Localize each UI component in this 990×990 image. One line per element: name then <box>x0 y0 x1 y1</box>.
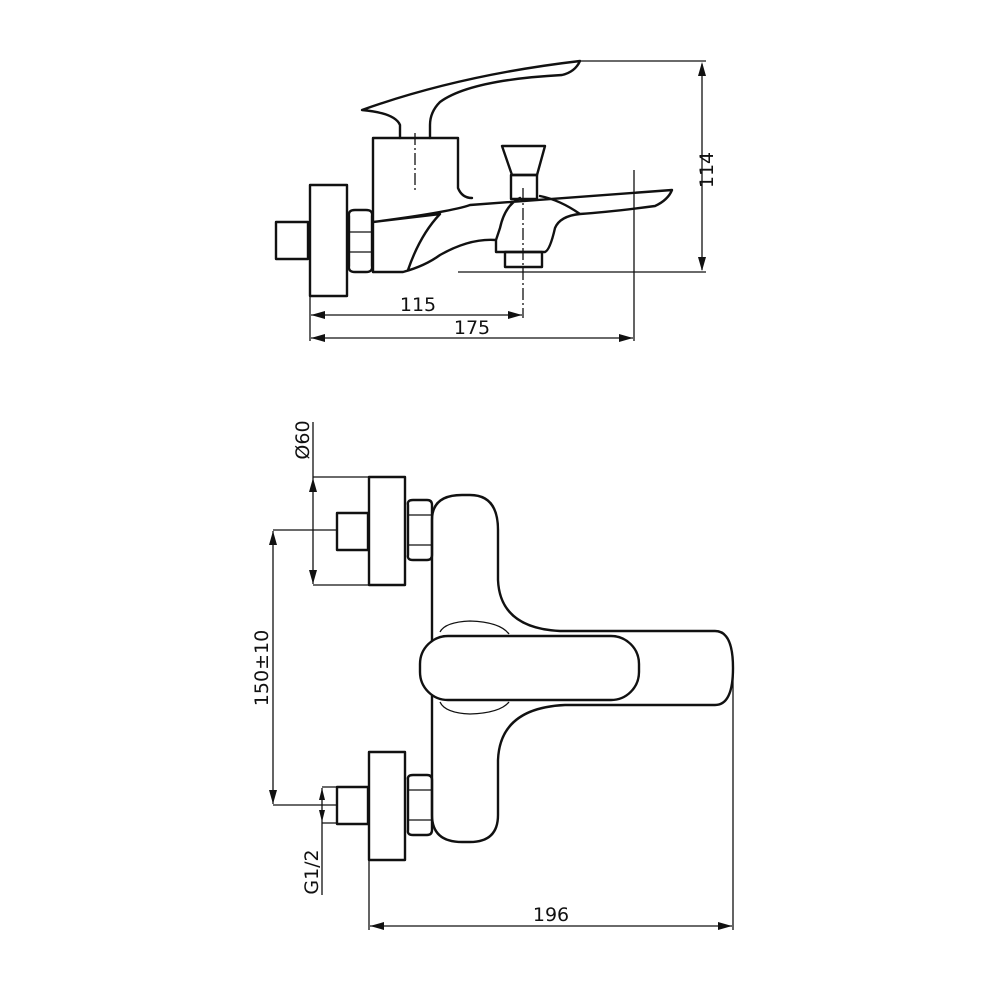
valve-body <box>371 136 474 274</box>
dim-label-175: 175 <box>454 317 490 339</box>
inlet-stub-bottom <box>335 785 370 826</box>
handle-collar <box>439 620 510 715</box>
hex-nut <box>347 208 374 274</box>
top-view: Ø60 150±10 G1/2 196 <box>251 420 735 930</box>
lever-handle-top <box>418 634 641 702</box>
dim-label-diameter: Ø60 <box>292 420 314 459</box>
diverter-knob <box>500 144 547 201</box>
wall-flange <box>308 183 349 298</box>
lever-handle <box>360 59 582 140</box>
hex-nut-top <box>406 498 434 562</box>
dim-label-114: 114 <box>696 152 718 188</box>
wall-flange-top <box>367 475 407 587</box>
dim-label-width: 196 <box>533 904 569 926</box>
inlet-stub <box>274 220 310 261</box>
inlet-stub-top <box>335 511 370 552</box>
dim-label-thread: G1/2 <box>301 849 323 894</box>
dim-label-spacing: 150±10 <box>251 630 273 706</box>
side-view: 114 115 175 <box>274 59 718 342</box>
spout <box>371 188 674 274</box>
dim-label-115: 115 <box>400 294 436 316</box>
hex-nut-bottom <box>406 773 434 837</box>
wall-flange-bottom <box>367 750 407 862</box>
